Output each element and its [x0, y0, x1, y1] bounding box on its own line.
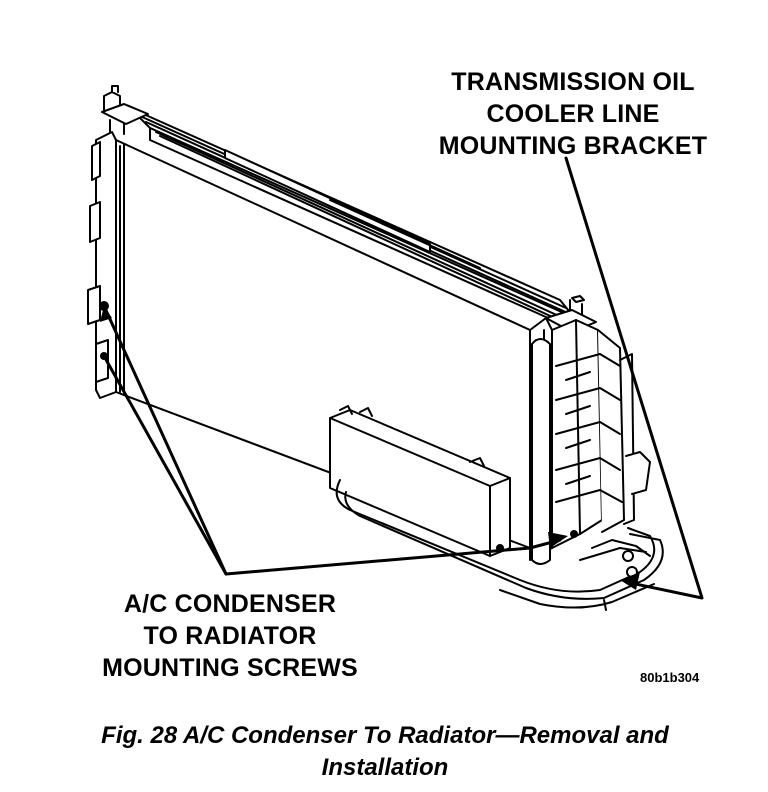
callout-line: A/C CONDENSER — [123, 590, 337, 618]
arrow-heads — [100, 306, 640, 590]
callout-line: MOUNTING SCREWS — [102, 654, 358, 682]
callout-line: MOUNTING BRACKET — [438, 132, 708, 160]
caption-line: Installation — [321, 754, 449, 781]
caption-line: Fig. 28 A/C Condenser To Radiator—Remova… — [101, 722, 669, 749]
figure-id: 80b1b304 — [640, 670, 700, 685]
callout-line: COOLER LINE — [486, 100, 660, 128]
figure-caption: Fig. 28 A/C Condenser To Radiator—Remova… — [40, 720, 730, 784]
radiator-core — [129, 107, 579, 331]
callout-condenser-screws: A/C CONDENSER TO RADIATOR MOUNTING SCREW… — [80, 588, 380, 684]
leader-lines — [102, 156, 704, 600]
lower-bracket — [329, 405, 511, 557]
radiator-side-tank — [551, 319, 651, 549]
callout-line: TO RADIATOR — [143, 622, 317, 650]
callout-transmission-bracket: TRANSMISSION OIL COOLER LINE MOUNTING BR… — [408, 66, 738, 162]
left-end-tank — [87, 85, 149, 399]
callout-line: TRANSMISSION OIL — [451, 68, 695, 96]
